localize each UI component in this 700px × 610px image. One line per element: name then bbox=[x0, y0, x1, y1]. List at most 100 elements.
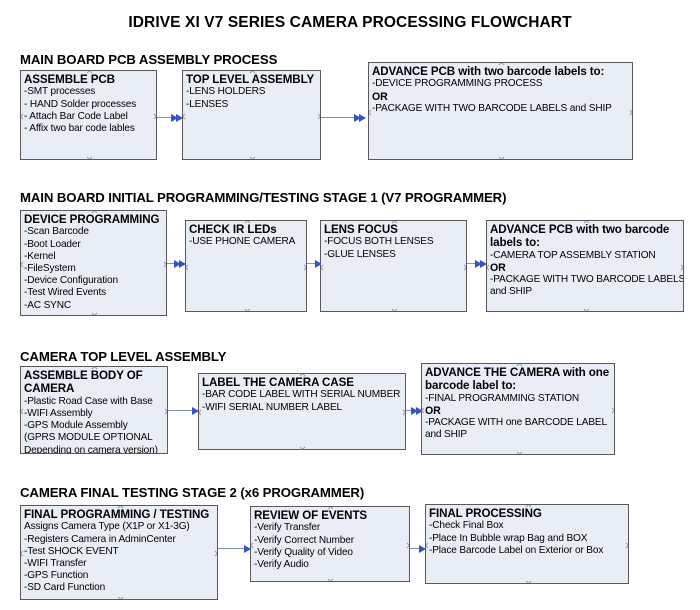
box-line: -DEVICE PROGRAMMING PROCESS bbox=[372, 78, 543, 90]
resize-handle-bottom[interactable] bbox=[244, 308, 251, 311]
box-top-level-assembly[interactable]: TOP LEVEL ASSEMBLY -LENS HOLDERS -LENSES bbox=[182, 70, 321, 160]
resize-handle-left[interactable] bbox=[321, 264, 324, 271]
box-line: -Registers Camera in AdminCenter bbox=[24, 533, 176, 545]
section-heading-main-board-pcb-assembly: MAIN BOARD PCB ASSEMBLY PROCESS bbox=[20, 52, 278, 67]
box-title: ADVANCE PCB with two barcode labels to: bbox=[490, 223, 670, 250]
box-line: -AC SYNC bbox=[24, 299, 72, 311]
page-title: IDRIVE XI V7 SERIES CAMERA PROCESSING FL… bbox=[128, 14, 572, 31]
resize-handle-bottom[interactable] bbox=[299, 446, 306, 449]
box-advance-pcb-assembly[interactable]: ADVANCE PCB with two barcode labels to: … bbox=[368, 62, 633, 160]
box-line: -PACKAGE WITH TWO BARCODE LABELS and SHI… bbox=[372, 102, 612, 114]
box-line: (GPRS MODULE OPTIONAL bbox=[24, 432, 153, 444]
box-line: -FINAL PROGRAMMING STATION bbox=[425, 392, 580, 404]
box-review-of-events[interactable]: REVIEW OF EVENTS -Verify Transfer -Verif… bbox=[250, 506, 410, 582]
box-line: -PACKAGE WITH one BARCODE LABEL bbox=[425, 417, 607, 429]
connector-check-ir-to-lens-focus bbox=[307, 260, 322, 268]
connector-line bbox=[218, 548, 250, 550]
box-device-programming[interactable]: DEVICE PROGRAMMING -Scan Barcode -Boot L… bbox=[20, 210, 167, 316]
box-line: Depending on camera version) bbox=[24, 444, 158, 454]
box-line: -Verify Audio bbox=[254, 559, 309, 571]
box-line: -BAR CODE LABEL WITH SERIAL NUMBER bbox=[202, 389, 401, 401]
arrowhead-icon bbox=[411, 407, 418, 415]
box-line: -Verify Quality of Video bbox=[254, 546, 353, 558]
resize-handle-bottom[interactable] bbox=[327, 578, 334, 581]
arrowhead-icon bbox=[475, 260, 482, 268]
section-heading-main-board-initial-programming: MAIN BOARD INITIAL PROGRAMMING/TESTING S… bbox=[20, 190, 507, 205]
box-line: and SHIP bbox=[490, 286, 533, 298]
box-final-programming-testing[interactable]: FINAL PROGRAMMING / TESTING Assigns Came… bbox=[20, 505, 218, 600]
box-label-the-camera-case[interactable]: LABEL THE CAMERA CASE -BAR CODE LABEL WI… bbox=[198, 373, 406, 450]
arrowhead-icon bbox=[419, 545, 426, 553]
arrowhead-icon bbox=[192, 407, 199, 415]
box-line: -Kernel bbox=[24, 250, 56, 262]
box-lens-focus[interactable]: LENS FOCUS -FOCUS BOTH LENSES -GLUE LENS… bbox=[320, 220, 467, 312]
resize-handle-bottom[interactable] bbox=[498, 156, 505, 159]
section-heading-camera-final-testing: CAMERA FINAL TESTING STAGE 2 (x6 PROGRAM… bbox=[20, 485, 365, 500]
box-check-ir-leds[interactable]: CHECK IR LEDs -USE PHONE CAMERA bbox=[185, 220, 307, 312]
box-line: OR bbox=[425, 405, 441, 418]
connector-assemble-body-to-label-case bbox=[168, 407, 199, 415]
box-line: -Test SHOCK EVENT bbox=[24, 545, 119, 557]
connector-assemble-pcb-to-top-level bbox=[157, 114, 183, 122]
box-advance-the-camera[interactable]: ADVANCE THE CAMERA with one barcode labe… bbox=[421, 363, 615, 455]
resize-handle-bottom[interactable] bbox=[391, 308, 398, 311]
resize-handle-bottom[interactable] bbox=[249, 156, 256, 159]
box-line: -FileSystem bbox=[24, 263, 76, 275]
box-assemble-pcb[interactable]: ASSEMBLE PCB -SMT processes - HAND Solde… bbox=[20, 70, 157, 160]
box-title: LENS FOCUS bbox=[324, 223, 398, 236]
box-line: OR bbox=[490, 262, 506, 275]
box-line: -WIFI Transfer bbox=[24, 558, 87, 570]
box-title: ASSEMBLE BODY OF CAMERA bbox=[24, 369, 143, 396]
box-title: FINAL PROCESSING bbox=[429, 507, 542, 520]
box-line: - Attach Bar Code Label bbox=[24, 110, 128, 122]
box-line: -Plastic Road Case with Base bbox=[24, 395, 153, 407]
resize-handle-right[interactable] bbox=[463, 264, 466, 271]
box-line: -Test Wired Events bbox=[24, 287, 106, 299]
resize-handle-bottom[interactable] bbox=[583, 308, 590, 311]
arrowhead-icon bbox=[179, 260, 186, 268]
resize-handle-bottom[interactable] bbox=[516, 451, 523, 454]
box-line: -CAMERA TOP ASSEMBLY STATION bbox=[490, 249, 656, 261]
connector-lens-focus-to-advance-pcb bbox=[467, 260, 487, 268]
box-line: -SD Card Function bbox=[24, 582, 106, 594]
box-title: ADVANCE THE CAMERA with one barcode labe… bbox=[425, 366, 610, 393]
box-line: -GLUE LENSES bbox=[324, 248, 396, 260]
box-line: -GPS Function bbox=[24, 570, 89, 582]
resize-handle-bottom[interactable] bbox=[86, 156, 93, 159]
arrowhead-icon bbox=[171, 114, 178, 122]
resize-handle-bottom[interactable] bbox=[91, 312, 98, 315]
resize-handle-bottom[interactable] bbox=[117, 596, 124, 599]
box-title: REVIEW OF EVENTS bbox=[254, 509, 368, 522]
box-line: -Place Barcode Label on Exterior or Box bbox=[429, 544, 604, 556]
box-line: -Verify Correct Number bbox=[254, 534, 354, 546]
box-line: - Affix two bar code lables bbox=[24, 123, 135, 135]
box-title: LABEL THE CAMERA CASE bbox=[202, 376, 354, 389]
box-line: -Verify Transfer bbox=[254, 522, 321, 534]
connector-line bbox=[321, 117, 365, 119]
box-assemble-body-of-camera[interactable]: ASSEMBLE BODY OF CAMERA -Plastic Road Ca… bbox=[20, 366, 168, 454]
box-title: CHECK IR LEDs bbox=[189, 223, 277, 236]
box-final-processing[interactable]: FINAL PROCESSING -Check Final Box -Place… bbox=[425, 504, 629, 584]
box-line: -LENS HOLDERS bbox=[186, 86, 266, 98]
resize-handle-left[interactable] bbox=[183, 113, 186, 120]
resize-handle-right[interactable] bbox=[303, 264, 306, 271]
section-heading-camera-top-level-assembly: CAMERA TOP LEVEL ASSEMBLY bbox=[20, 349, 227, 364]
box-line: -SMT processes bbox=[24, 86, 96, 98]
arrowhead-icon bbox=[416, 407, 423, 415]
resize-handle-bottom[interactable] bbox=[525, 580, 532, 583]
box-line: -Device Configuration bbox=[24, 275, 118, 287]
arrowhead-icon bbox=[354, 114, 361, 122]
box-title: ADVANCE PCB with two barcode labels to: bbox=[372, 65, 605, 78]
box-advance-pcb-stage1[interactable]: ADVANCE PCB with two barcode labels to: … bbox=[486, 220, 684, 312]
connector-line bbox=[157, 117, 182, 119]
box-line: -Place In Bubble wrap Bag and BOX bbox=[429, 532, 588, 544]
box-line: -LENSES bbox=[186, 98, 229, 110]
box-line: OR bbox=[372, 90, 388, 103]
connector-review-to-final-processing bbox=[410, 545, 426, 553]
resize-handle-left[interactable] bbox=[186, 264, 189, 271]
box-line: -WIFI SERIAL NUMBER LABEL bbox=[202, 401, 343, 413]
box-line: -USE PHONE CAMERA bbox=[189, 236, 296, 248]
arrowhead-icon bbox=[315, 260, 322, 268]
box-line: - HAND Solder processes bbox=[24, 98, 137, 110]
